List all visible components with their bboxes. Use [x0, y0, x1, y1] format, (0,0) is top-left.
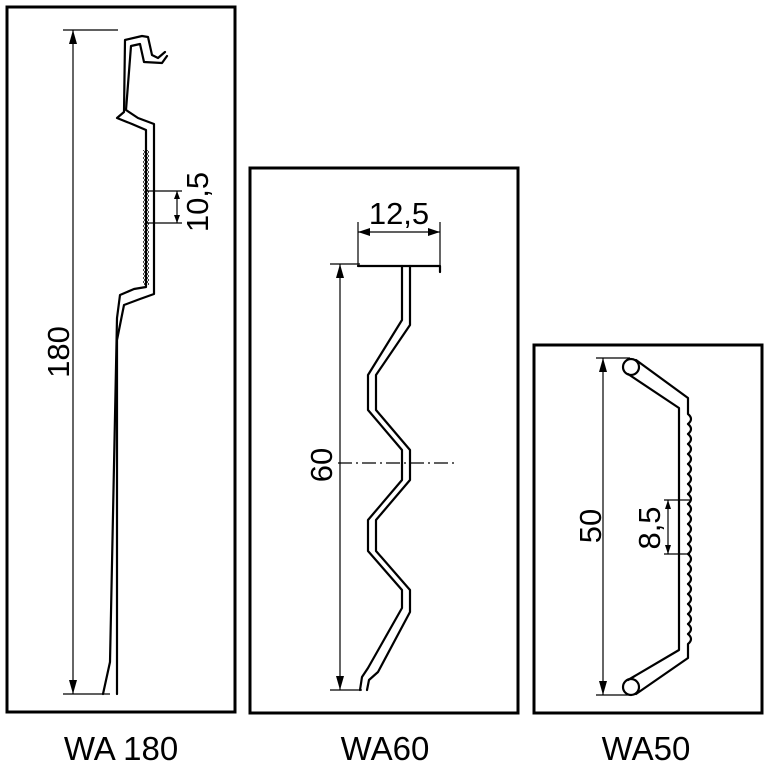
- wa180-frame: [5, 5, 237, 714]
- wa50-profile-outline: [634, 358, 693, 696]
- wa60-overall-label: 60: [304, 448, 339, 482]
- wa60-panel: 60 12,5: [248, 166, 520, 715]
- wa50-panel: 50 8,5: [532, 343, 764, 715]
- wa50-detail-label: 8,5: [632, 506, 667, 549]
- wa180-detail-dimension: 10,5: [146, 172, 215, 232]
- wa60-frame: [248, 166, 520, 715]
- wa50-overall-dimension: 50: [573, 357, 630, 696]
- wa60-top-cap: [356, 264, 442, 274]
- wa180-caption: WA 180: [64, 730, 178, 767]
- wa180-overall-label: 180: [41, 326, 76, 378]
- wa50-caption: WA50: [602, 730, 691, 767]
- wa60-detail-label: 12,5: [369, 196, 429, 231]
- wa180-profile-outline: [101, 34, 167, 696]
- wa60-overall-dimension: 60: [304, 263, 362, 691]
- wa60-detail-dimension: 12,5: [357, 196, 441, 266]
- wa60-profile-inner: [365, 264, 412, 692]
- wa180-overall-dimension: 180: [41, 29, 118, 695]
- wa180-detail-label: 10,5: [180, 172, 215, 232]
- wa180-panel: 180 10,5: [5, 5, 237, 714]
- wa180-serration: [143, 150, 149, 285]
- wa60-caption: WA60: [341, 730, 430, 767]
- wa50-detail-dimension: 8,5: [632, 499, 690, 555]
- wa180-profile-inner: [115, 42, 169, 696]
- wa60-profile-outline: [358, 264, 404, 692]
- wa50-profile-inner: [626, 372, 681, 682]
- wa50-overall-label: 50: [573, 509, 608, 543]
- wa50-frame: [532, 343, 764, 715]
